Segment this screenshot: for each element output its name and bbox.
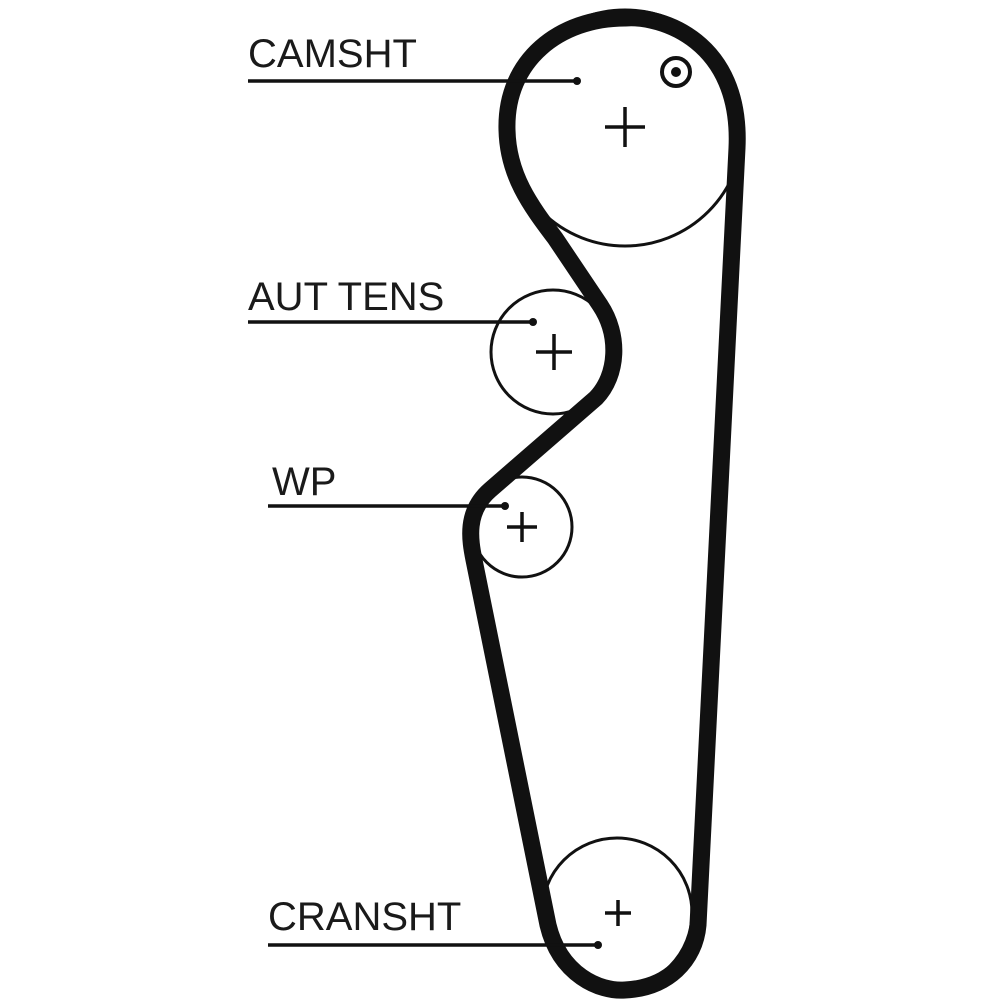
crankshaft-leader bbox=[268, 941, 602, 949]
camshaft-center-icon bbox=[605, 107, 645, 147]
crankshaft-center-icon bbox=[605, 900, 631, 926]
water-pump-center-icon bbox=[507, 512, 537, 542]
tensioner-label: AUT TENS bbox=[248, 275, 444, 319]
crankshaft-label: CRANSHT bbox=[268, 895, 461, 939]
timing-belt bbox=[462, 9, 746, 999]
camshaft-leader bbox=[248, 77, 581, 85]
water-pump-leader bbox=[268, 502, 509, 510]
water-pump-label: WP bbox=[272, 460, 336, 504]
tensioner-leader bbox=[248, 318, 537, 326]
tensioner-center-icon bbox=[536, 334, 572, 370]
camshaft-label: CAMSHT bbox=[248, 32, 417, 76]
timing-mark-icon bbox=[660, 56, 692, 88]
